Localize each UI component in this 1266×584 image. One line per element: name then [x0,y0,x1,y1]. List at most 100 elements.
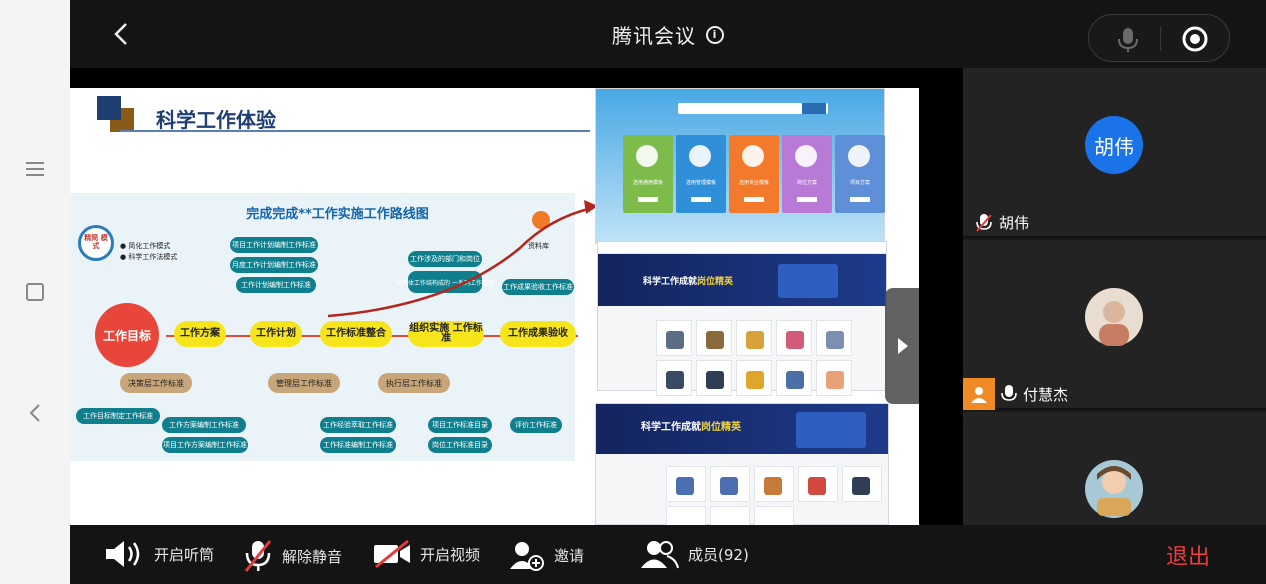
content-card [736,360,772,396]
upper-tag: 月度工作计划编制工作标准 [230,257,318,273]
banner-text-a: 科学工作成就 [643,277,698,287]
portal-tile: 选用管理模板 [676,135,726,213]
banner-text-a: 科学工作成就 [641,422,701,433]
banner-text-b: 岗位精英 [697,277,734,287]
portal-tile-label: 选用通用模板 [632,180,663,186]
lower-tag: 工作方案编制工作标准 [162,417,246,433]
avatar [1085,288,1143,346]
library-icon [532,211,550,229]
participant-name-row: 胡伟 [975,212,1029,233]
mic-muted-icon [244,540,272,572]
host-badge-icon [963,378,995,410]
members-button[interactable]: 成员(92) [640,539,749,569]
invite-label: 邀请 [554,546,585,565]
unmute-label: 解除静音 [282,547,343,566]
chevron-left-icon [114,23,127,45]
speaker-label: 开启听筒 [154,545,215,564]
menu-icon[interactable] [22,156,48,182]
content-card [696,360,732,396]
participant-tile[interactable] [963,412,1266,525]
slide-divider [120,130,590,132]
banner-illustration [796,412,866,448]
banner-text-b: 岗位精英 [701,422,741,433]
video-button[interactable]: 开启视频 [372,539,480,569]
content-card [816,320,852,356]
portal-tile: 项目方案 [835,135,885,213]
content-card [816,360,852,396]
next-page-button[interactable] [885,288,919,404]
upper-tag: 工作涉及的部门和岗位 [408,251,482,267]
participant-name: 胡伟 [999,214,1030,232]
content-card [666,466,706,502]
microphone-icon[interactable] [1117,27,1139,53]
content-card [842,466,882,502]
content-card [736,320,772,356]
back-button[interactable] [110,22,134,46]
mode-logo-text: 精简 模式 [84,234,108,250]
step-node: 工作计划 [250,321,302,347]
mode-logo: 精简 模式 [78,225,114,261]
level-tag: 管理层工作标准 [268,373,340,393]
lower-tag: 项目工作标准目录 [428,417,492,433]
portal-tile-label: 选用专业模板 [738,180,769,186]
level-tag: 决策层工作标准 [120,373,192,393]
mode-item: ● 科学工作法模式 [120,252,178,261]
participant-tile[interactable]: 胡伟 胡伟 [963,68,1266,238]
avatar-photo [1099,301,1129,346]
left-rail [0,0,70,584]
members-icon [641,541,679,569]
content-card [754,466,794,502]
website-banner: 科学工作成就岗位精英 [598,254,886,306]
level-tag: 执行层工作标准 [378,373,450,393]
portal-tile-label: 岗位方案 [796,180,817,186]
record-icon[interactable] [1182,26,1208,52]
portal-tile: 选用通用模板 [623,135,673,213]
upper-tag: 由具体工作结构成的 一系列工作事项 [396,271,494,293]
avatar-photo [1097,466,1131,516]
portal-search-field [678,103,828,114]
website-banner: 科学工作成就岗位精英 [596,404,888,454]
website-screenshot: 科学工作成就岗位精英 [597,241,887,396]
slide-title: 科学工作体验 [156,108,276,132]
library-label: 资料库 [528,242,549,250]
upper-tag: 工作计划编制工作标准 [236,277,316,293]
microphone-icon [1001,385,1017,401]
content-card [776,320,812,356]
add-user-icon [510,542,544,571]
website-screenshot: 科学工作成就岗位精英 [595,403,889,525]
step-node: 工作标准整合 [320,321,392,347]
lower-tag: 工作经验萃取工作标准 [320,417,396,433]
content-card [656,320,692,356]
video-label: 开启视频 [420,545,481,564]
content-card [666,506,706,525]
unmute-button[interactable]: 解除静音 [242,539,342,573]
roadmap-diagram: 完成完成**工作实施工作路线图 精简 模式 ● 简化工作模式 ● 科学工作法模式… [70,193,578,461]
meeting-title-bar: 腾讯会议 i [70,20,1266,49]
website-nav [598,242,886,254]
chevron-right-icon [898,338,908,354]
step-node: 工作方案 [174,321,226,347]
speaker-icon [106,541,140,567]
pointer-arrow [327,200,598,318]
square-icon[interactable] [22,279,48,305]
speaker-button[interactable]: 开启听筒 [104,539,214,569]
upper-tag: 项目工作计划编制工作标准 [230,237,318,253]
portal-tile-label: 项目方案 [849,180,870,186]
invite-button[interactable]: 邀请 [508,539,584,571]
exit-button[interactable]: 退出 [1165,545,1210,570]
mode-item: ● 简化工作模式 [120,242,171,250]
goal-node: 工作目标 [95,303,159,367]
lower-tag: 评价工作标准 [510,417,562,433]
chevron-left-icon[interactable] [22,400,48,426]
portal-tile: 选用专业模板 [729,135,779,213]
content-card [776,360,812,396]
participant-name-row: 付慧杰 [963,378,1068,410]
info-icon[interactable]: i [706,25,724,44]
portal-search-button [802,103,826,114]
content-card [656,360,692,396]
portal-tile-label: 选用管理模板 [685,180,716,186]
participant-tile[interactable]: 付慧杰 [963,240,1266,410]
portal-tile: 岗位方案 [782,135,832,213]
content-card [754,506,794,525]
